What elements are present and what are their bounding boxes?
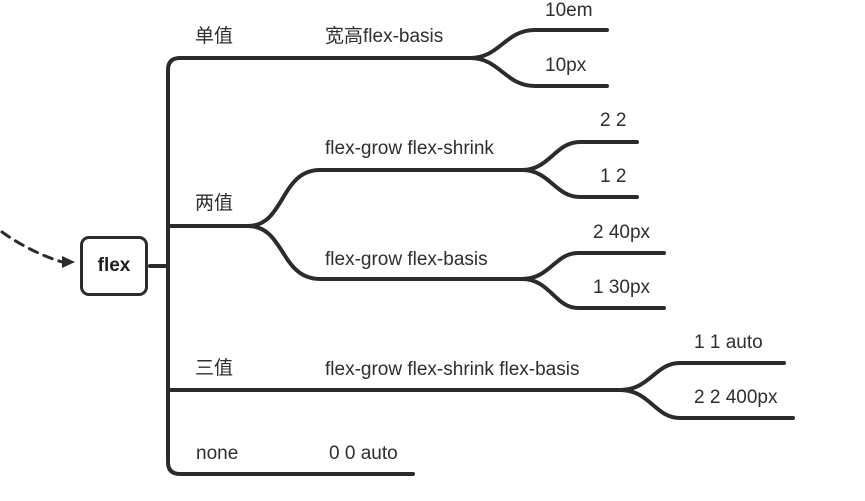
branch-label-double[interactable]: 两值 — [195, 193, 234, 214]
example-1-2[interactable]: 1 2 — [600, 166, 627, 187]
arrow-head-icon — [62, 256, 75, 268]
connector-double-upper — [246, 168, 524, 228]
node-label-grow-shrink-basis[interactable]: flex-grow flex-shrink flex-basis — [325, 359, 580, 380]
connector-double-lower — [246, 224, 524, 281]
node-label-grow-basis[interactable]: flex-grow flex-basis — [325, 249, 488, 270]
node-label-0-0-auto[interactable]: 0 0 auto — [329, 443, 398, 464]
connector-single-bottom — [468, 56, 609, 88]
connector-gb-bottom — [520, 277, 666, 310]
example-10px[interactable]: 10px — [545, 55, 587, 76]
trunk-line — [166, 56, 182, 476]
branch-label-single[interactable]: 单值 — [195, 26, 234, 47]
node-label-flex-basis-size[interactable]: 宽高flex-basis — [325, 26, 444, 47]
incoming-dashed-arrow — [0, 230, 64, 264]
connector-gs-top — [520, 140, 639, 172]
connector-triple-top — [618, 361, 786, 392]
example-1-1-auto[interactable]: 1 1 auto — [694, 332, 763, 353]
branch-label-none[interactable]: none — [196, 443, 239, 464]
connector-gs-bottom — [520, 168, 639, 199]
example-10em[interactable]: 10em — [545, 0, 593, 21]
branch-label-triple[interactable]: 三值 — [195, 358, 234, 379]
example-2-2-400px[interactable]: 2 2 400px — [694, 387, 778, 408]
root-node-label: flex — [97, 255, 131, 276]
connector-triple-bottom — [618, 388, 795, 420]
node-label-grow-shrink[interactable]: flex-grow flex-shrink — [325, 138, 494, 159]
connector-single-top — [468, 28, 609, 60]
example-2-2[interactable]: 2 2 — [600, 110, 627, 131]
connector-gb-top — [520, 251, 666, 281]
root-node-flex[interactable]: flex — [80, 236, 148, 296]
example-2-40px[interactable]: 2 40px — [593, 222, 651, 243]
example-1-30px[interactable]: 1 30px — [593, 277, 651, 298]
